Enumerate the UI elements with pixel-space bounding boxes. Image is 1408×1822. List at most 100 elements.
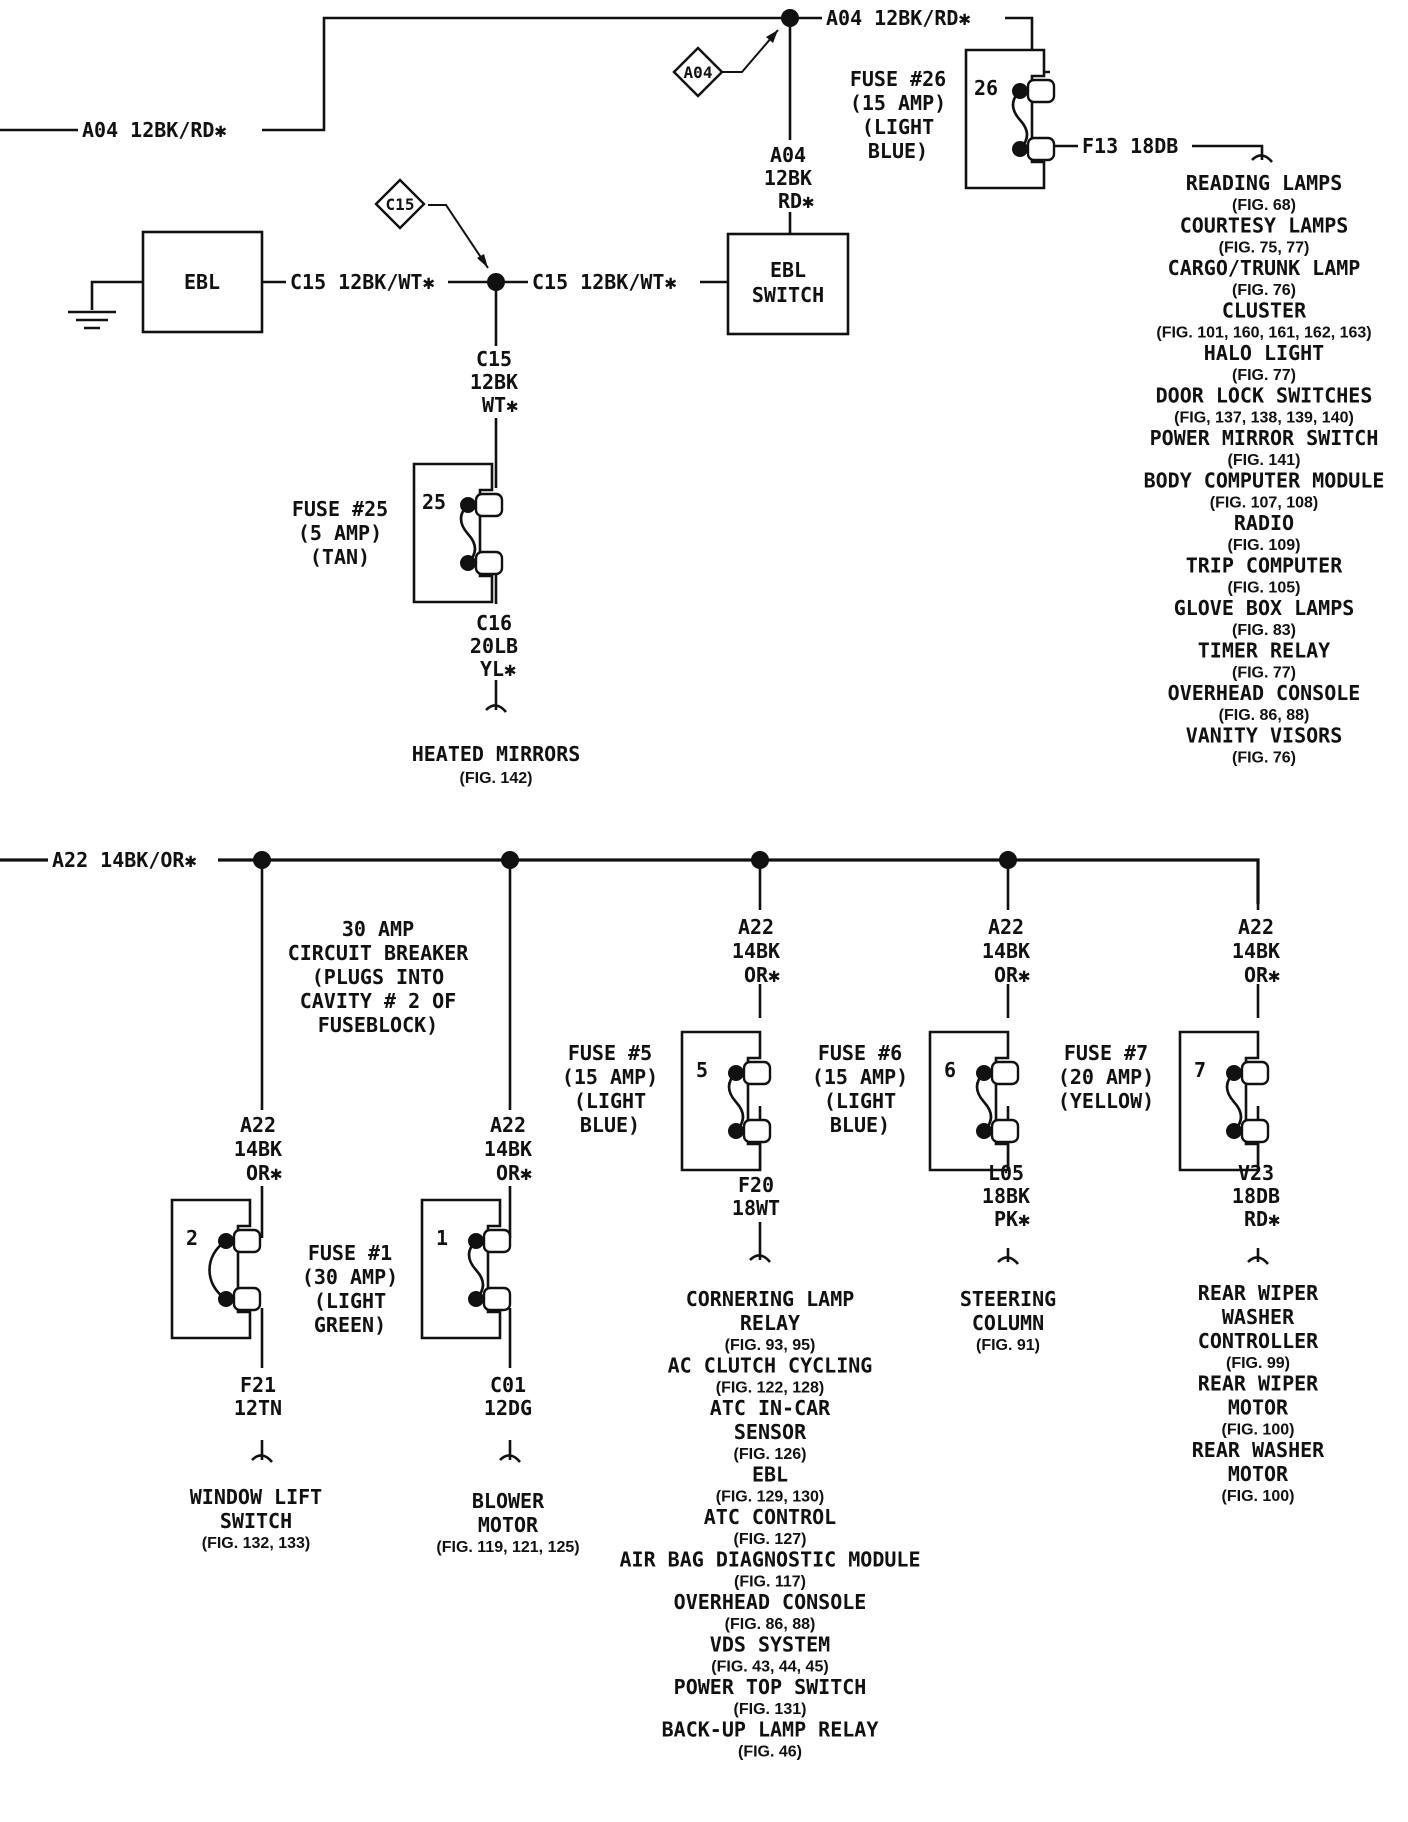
fuse-number: 25 (422, 490, 446, 514)
dest-f13-name: GLOVE BOX LAMPS (1174, 596, 1355, 620)
dest-f13-fig: (FIG. 77) (1232, 367, 1296, 384)
dest-f13-name: CLUSTER (1222, 299, 1307, 323)
a22-drop-labels: A2214BKOR✱A2214BKOR✱A2214BKOR✱A2214BKOR✱… (234, 915, 1280, 1185)
fuse-26-label: BLUE) (868, 139, 928, 163)
fuse-25-label: FUSE #25 (292, 497, 388, 521)
fuse-f25: 25 (412, 462, 504, 604)
dest-v23-name: REAR WIPER (1198, 1372, 1319, 1396)
fuse-f1: 1 (420, 1198, 512, 1340)
dest-f20-name: CORNERING LAMP (686, 1287, 855, 1311)
label-c16-3: YL✱ (480, 657, 516, 681)
arrowhead-a04 (766, 30, 778, 43)
label-v23-1: V23 (1238, 1161, 1274, 1185)
dest-f20-fig: (FIG. 131) (734, 1701, 807, 1718)
dest-c01-name: BLOWER (472, 1489, 545, 1513)
dest-f20-fig: (FIG. 127) (734, 1531, 807, 1548)
arrow-c15 (428, 204, 489, 269)
dest-f20-name: AC CLUTCH CYCLING (668, 1354, 873, 1378)
dest-f13-fig: (FIG. 77) (1232, 665, 1296, 682)
dest-l05-name: COLUMN (972, 1311, 1044, 1335)
dest-f13-fig: (FIG. 101, 160, 161, 162, 163) (1156, 325, 1371, 342)
connector-c15-diamond (374, 178, 426, 230)
dest-heated-mirrors: HEATED MIRRORS (412, 742, 581, 766)
dest-c01-name: MOTOR (478, 1513, 539, 1537)
dest-f20-name: AIR BAG DIAGNOSTIC MODULE (619, 1548, 920, 1572)
dest-f13-name: POWER MIRROR SWITCH (1150, 426, 1379, 450)
fuse-1-label: (LIGHT (314, 1289, 386, 1313)
label-a22-drop-3: OR✱ (744, 963, 780, 987)
dest-f20-name: SENSOR (734, 1420, 807, 1444)
label-a04-down-2: 12BK (764, 166, 812, 190)
connector-a04-label: A04 (684, 63, 713, 82)
circuit-breaker-label: (PLUGS INTO (312, 965, 444, 989)
fuse-26-label: (15 AMP) (850, 91, 946, 115)
label-a22-drop-4: OR✱ (994, 963, 1030, 987)
fuse-26-label: FUSE #26 (850, 67, 946, 91)
label-c16-2: 20LB (470, 634, 518, 658)
circuit-breaker-label: CAVITY # 2 OF (300, 989, 457, 1013)
wire-a22-main (0, 858, 1260, 904)
wire-break-tick (997, 1256, 1019, 1265)
label-f21-1: F21 (240, 1373, 276, 1397)
destinations: READING LAMPS (FIG. 68)COURTESY LAMPS (FIG… (190, 171, 1385, 1761)
ebl-switch-label-2: SWITCH (752, 283, 824, 307)
dest-f20-fig: (FIG. 93, 95) (725, 1337, 816, 1354)
wire-break-tick (485, 704, 507, 713)
dest-f20-name: EBL (752, 1463, 788, 1487)
fuse-6-label: (15 AMP) (812, 1065, 908, 1089)
dest-f20-fig: (FIG. 129, 130) (716, 1489, 825, 1506)
fuse-cb2: 2 (170, 1198, 262, 1340)
dest-f13-name: READING LAMPS (1186, 171, 1343, 195)
dest-f20-name: BACK-UP LAMP RELAY (662, 1718, 879, 1742)
dest-f21-name: SWITCH (220, 1509, 292, 1533)
fuse-f26: 26 (964, 48, 1056, 190)
dest-l05-fig: (FIG. 91) (976, 1337, 1040, 1354)
dest-f13-name: COURTESY LAMPS (1180, 214, 1349, 238)
dest-f20-fig: (FIG. 126) (734, 1446, 807, 1463)
dest-f20-fig: (FIG. 117) (734, 1574, 806, 1591)
fuse-7-label: (YELLOW) (1058, 1089, 1154, 1113)
dest-f20-name: POWER TOP SWITCH (674, 1675, 867, 1699)
dest-f13-fig: (FIG. 76) (1232, 750, 1296, 767)
splice-a22-1 (253, 851, 271, 869)
dest-f13-fig: (FIG. 68) (1232, 197, 1296, 214)
fuse-5-label: (15 AMP) (562, 1065, 658, 1089)
label-a22-drop-5: OR✱ (1244, 963, 1280, 987)
fuse-7-label: FUSE #7 (1064, 1041, 1148, 1065)
label-f20-2: 18WT (732, 1196, 780, 1220)
dest-f20-fig: (FIG. 46) (738, 1744, 802, 1761)
fuse-number: 5 (696, 1058, 708, 1082)
wire-break-tick (1251, 154, 1273, 163)
label-a04-down-1: A04 (770, 143, 806, 167)
dest-f20-fig: (FIG. 86, 88) (725, 1616, 816, 1633)
fuse-25-label: (5 AMP) (298, 521, 382, 545)
ebl-switch-box (726, 232, 850, 336)
ebl-box (141, 230, 264, 334)
label-c15-right: C15 12BK/WT✱ (532, 270, 677, 294)
fuse-7-label: (20 AMP) (1058, 1065, 1154, 1089)
label-f21-2: 12TN (234, 1396, 282, 1420)
fuse-number: 7 (1194, 1058, 1206, 1082)
dest-v23-name: MOTOR (1228, 1462, 1289, 1486)
wire-break-tick (251, 1454, 273, 1463)
label-a04-down-3: RD✱ (778, 189, 814, 213)
label-c15-down-1: C15 (476, 347, 512, 371)
wire-a22-drops (260, 860, 1260, 1110)
fuse-6-label: (LIGHT (824, 1089, 896, 1113)
label-a04-top: A04 12BK/RD✱ (826, 6, 971, 30)
dest-v23-name: MOTOR (1228, 1396, 1289, 1420)
dest-v23-fig: (FIG. 99) (1226, 1355, 1290, 1372)
wire-break-ticks (251, 154, 1273, 1463)
dest-f13-name: BODY COMPUTER MODULE (1144, 469, 1385, 493)
label-a22-drop-2: 14BK (484, 1137, 532, 1161)
wire-ebl-ground (90, 280, 143, 310)
label-c15-down-3: WT✱ (482, 393, 518, 417)
label-a04-left: A04 12BK/RD✱ (82, 118, 227, 142)
label-a22-drop-4: A22 (988, 915, 1024, 939)
label-a22-drop-3: A22 (738, 915, 774, 939)
wire-break-tick (749, 1254, 771, 1263)
label-a22-drop-1: OR✱ (246, 1161, 282, 1185)
dest-f13-name: TIMER RELAY (1198, 639, 1330, 663)
label-f20-1: F20 (738, 1173, 774, 1197)
fuse-number: 2 (186, 1226, 198, 1250)
